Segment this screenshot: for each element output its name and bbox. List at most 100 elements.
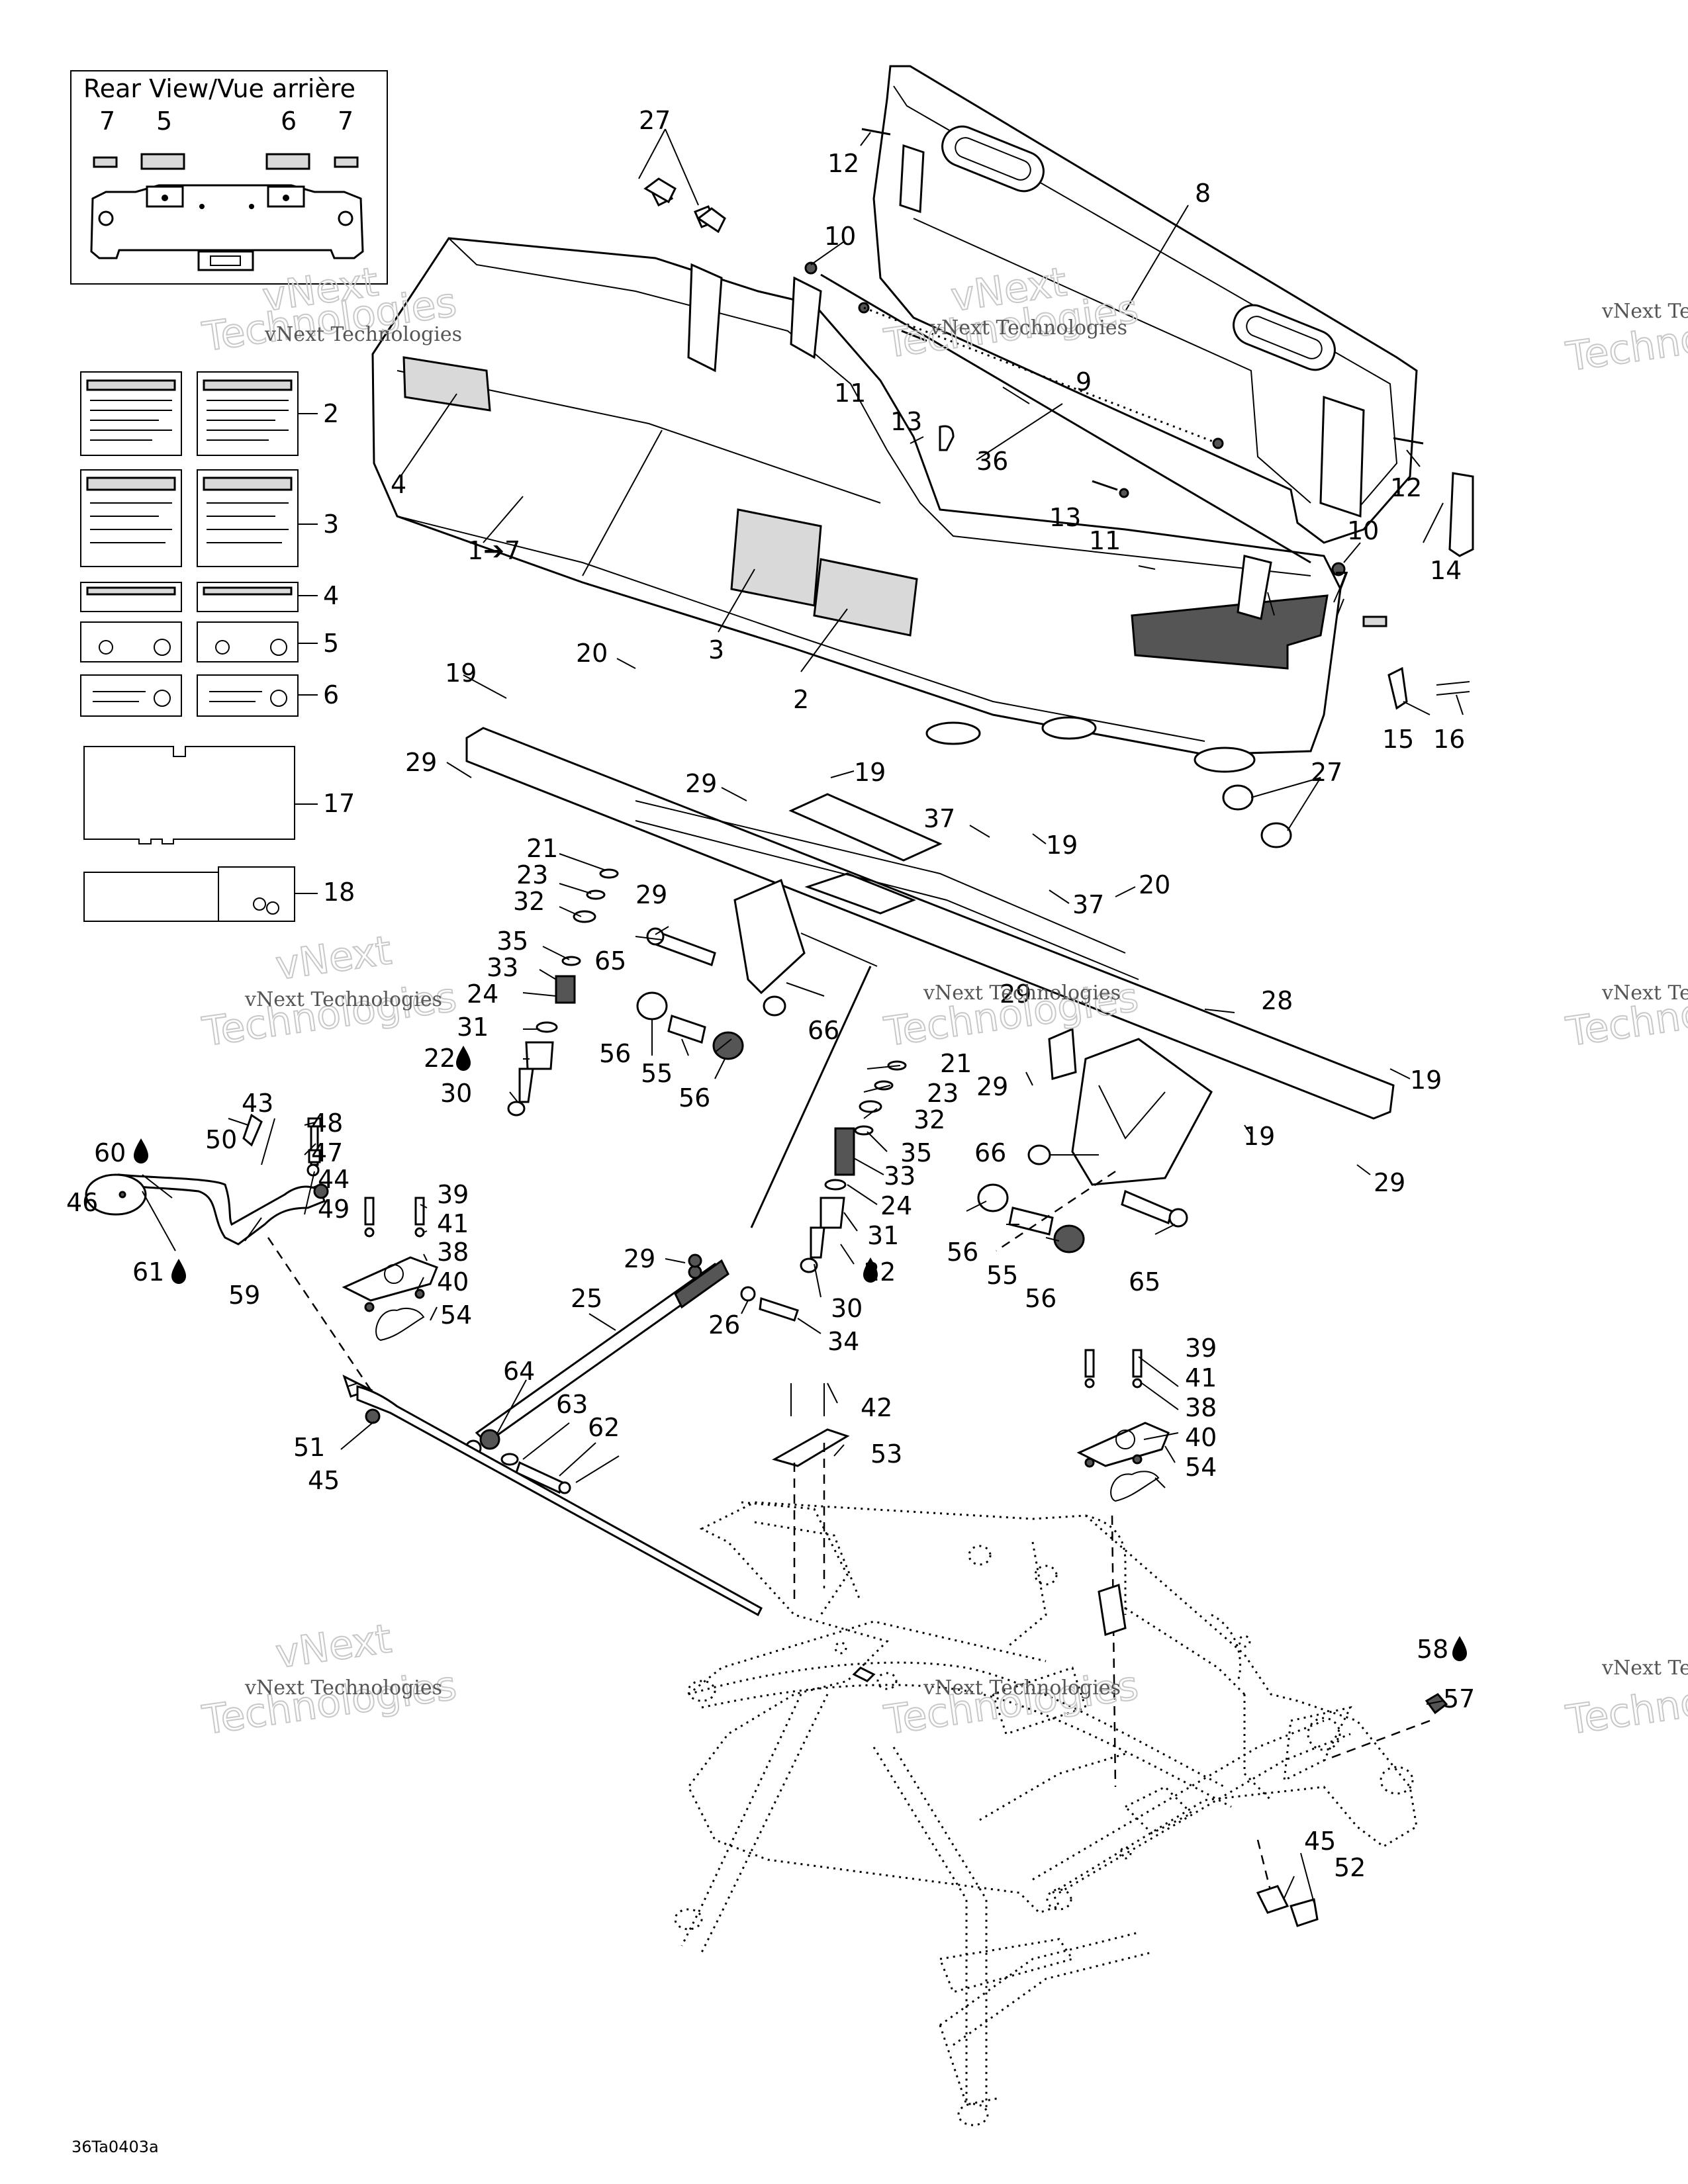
callout-29: 29 bbox=[624, 1244, 655, 1273]
callout-5: 5 bbox=[323, 629, 339, 658]
grease-drop-icons bbox=[134, 1046, 1467, 1661]
callout-35: 35 bbox=[900, 1138, 932, 1167]
callout-37: 37 bbox=[923, 804, 955, 833]
watermark-text: Technologies bbox=[199, 974, 459, 1056]
callout-39: 39 bbox=[1185, 1334, 1217, 1363]
callout-56: 56 bbox=[1025, 1284, 1056, 1313]
callout-23: 23 bbox=[516, 860, 548, 889]
callout-8: 8 bbox=[1195, 179, 1211, 208]
callout-3: 3 bbox=[323, 510, 339, 539]
watermark-text: vNext bbox=[273, 927, 394, 989]
callout-41: 41 bbox=[1185, 1363, 1217, 1392]
callout-46: 46 bbox=[66, 1188, 98, 1217]
callout-51: 51 bbox=[293, 1433, 325, 1462]
callout-7: 7 bbox=[99, 107, 115, 136]
plate-53 bbox=[772, 1383, 850, 1602]
callouts: 27 12 10 8 11 13 9 36 12 13 11 10 14 7 4… bbox=[66, 106, 1475, 1882]
grease-drop-icon bbox=[171, 1259, 186, 1284]
bushings bbox=[636, 927, 1188, 1253]
callout-30: 30 bbox=[831, 1294, 863, 1323]
callout-6: 6 bbox=[323, 680, 339, 709]
callout-12: 12 bbox=[827, 149, 859, 178]
callout-25: 25 bbox=[571, 1284, 602, 1313]
cargo-box bbox=[371, 237, 1342, 773]
callout-55: 55 bbox=[641, 1059, 673, 1088]
callout-7: 7 bbox=[338, 107, 353, 136]
callout-66: 66 bbox=[974, 1138, 1006, 1167]
callout-24: 24 bbox=[467, 979, 498, 1009]
callout-10: 10 bbox=[1347, 516, 1379, 545]
callout-29: 29 bbox=[685, 769, 717, 798]
decals-column: 2 3 4 5 6 17 18 bbox=[80, 371, 355, 922]
callout-23: 23 bbox=[927, 1079, 959, 1108]
watermark-text: vNext Technologies bbox=[1601, 1657, 1688, 1680]
callout-38: 38 bbox=[437, 1238, 469, 1267]
callout-11: 11 bbox=[1089, 526, 1121, 555]
callout-62: 62 bbox=[588, 1413, 620, 1442]
callout-66: 66 bbox=[808, 1016, 839, 1045]
callout-42: 42 bbox=[861, 1393, 892, 1422]
callout-37: 37 bbox=[1072, 890, 1104, 919]
callout-54: 54 bbox=[1185, 1453, 1217, 1482]
callout-20: 20 bbox=[576, 639, 608, 668]
callout-12: 12 bbox=[1390, 473, 1422, 502]
callout-29: 29 bbox=[405, 748, 437, 777]
inset-title: Rear View/Vue arrière bbox=[83, 74, 355, 103]
callout-40: 40 bbox=[1185, 1423, 1217, 1452]
lower-frame bbox=[674, 1501, 1448, 2126]
callout-61: 61 bbox=[132, 1257, 164, 1287]
figure-code: 36Ta0403a bbox=[71, 2138, 159, 2156]
shock-right bbox=[800, 1060, 907, 1273]
callout-47: 47 bbox=[311, 1138, 343, 1167]
watermark-text: vNext Technologies bbox=[923, 981, 1121, 1005]
callout-31: 31 bbox=[457, 1013, 489, 1042]
callout-5: 5 bbox=[156, 107, 172, 136]
watermark-text: vNext Technologies bbox=[929, 316, 1127, 340]
callout-44: 44 bbox=[318, 1165, 350, 1194]
callout-54: 54 bbox=[440, 1300, 472, 1330]
callout-45: 45 bbox=[308, 1466, 340, 1495]
callout-32: 32 bbox=[513, 887, 545, 916]
grease-drop-icon bbox=[863, 1257, 878, 1283]
callout-22: 22 bbox=[424, 1044, 455, 1073]
callout-27: 27 bbox=[639, 106, 671, 135]
callout-50: 50 bbox=[205, 1125, 237, 1154]
callout-55: 55 bbox=[986, 1261, 1018, 1290]
callout-15: 15 bbox=[1382, 725, 1414, 754]
callout-43: 43 bbox=[242, 1089, 273, 1118]
watermark-text: vNext Technologies bbox=[264, 323, 462, 346]
callout-45: 45 bbox=[1304, 1827, 1336, 1856]
callout-65: 65 bbox=[594, 946, 626, 976]
callout-33: 33 bbox=[487, 953, 518, 982]
callout-36: 36 bbox=[976, 447, 1008, 476]
callout-1-7: 1➔7 bbox=[467, 536, 520, 565]
callout-52: 52 bbox=[1334, 1853, 1366, 1882]
callout-4: 4 bbox=[391, 470, 406, 499]
callout-30: 30 bbox=[440, 1079, 472, 1108]
watermark-text: Technologies bbox=[199, 1662, 459, 1744]
callout-29: 29 bbox=[635, 880, 667, 909]
callout-41: 41 bbox=[437, 1209, 469, 1238]
watermark-text: vNext Technologies bbox=[923, 1676, 1121, 1700]
callout-19: 19 bbox=[1243, 1122, 1275, 1151]
callout-39: 39 bbox=[437, 1180, 469, 1209]
grease-drop-icon bbox=[1452, 1636, 1467, 1661]
leader-lines bbox=[142, 128, 1464, 1903]
callout-21: 21 bbox=[526, 834, 558, 863]
callout-64: 64 bbox=[503, 1357, 535, 1386]
callout-27: 27 bbox=[1311, 758, 1342, 787]
callout-18: 18 bbox=[323, 878, 355, 907]
latch-lever bbox=[85, 1113, 763, 1617]
watermark-text: vNext Technologies bbox=[244, 1676, 442, 1700]
callout-29: 29 bbox=[1374, 1168, 1405, 1197]
callout-19: 19 bbox=[854, 758, 886, 787]
callout-2: 2 bbox=[323, 399, 339, 428]
callout-31: 31 bbox=[867, 1221, 899, 1250]
callout-57: 57 bbox=[1443, 1684, 1475, 1713]
callout-60: 60 bbox=[94, 1138, 126, 1167]
callout-59: 59 bbox=[228, 1281, 260, 1310]
grease-drop-icon bbox=[134, 1138, 148, 1163]
grease-drop-icon bbox=[456, 1046, 471, 1071]
callout-26: 26 bbox=[708, 1310, 740, 1340]
